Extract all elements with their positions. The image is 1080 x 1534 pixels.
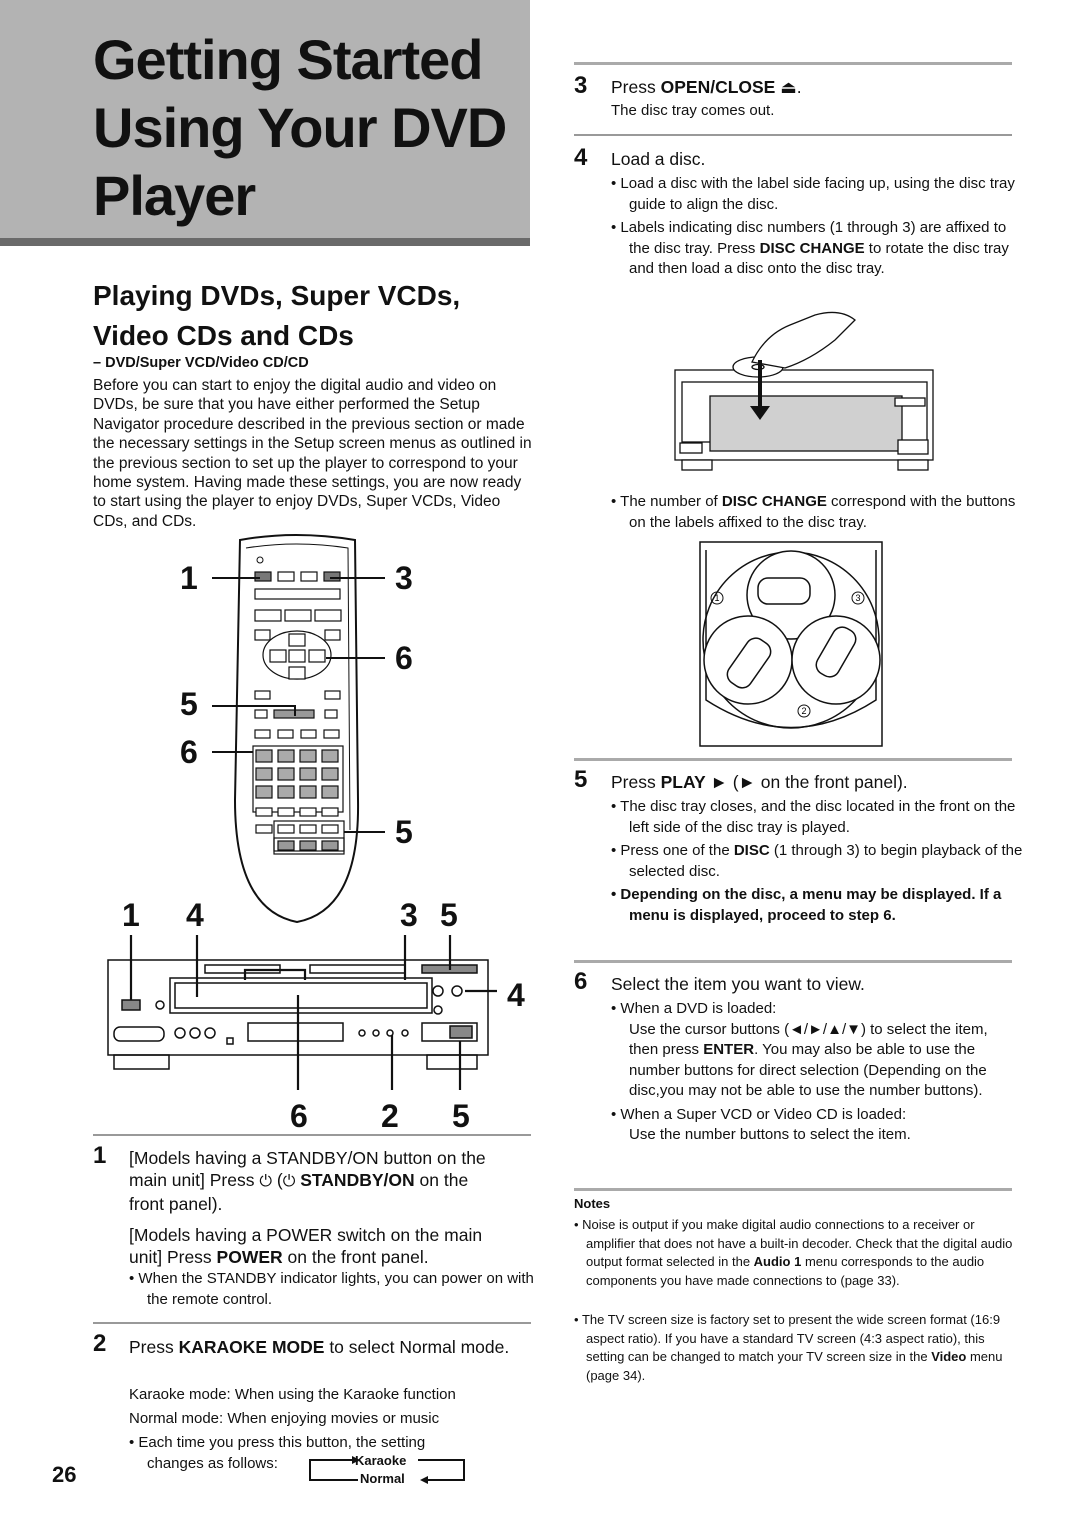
remote-control-illustration <box>212 534 385 924</box>
header-underline <box>0 238 530 246</box>
list-item: • The disc tray closes, and the disc loc… <box>611 798 1016 836</box>
step3-heading: Press OPEN/CLOSE ⏏. <box>611 77 802 97</box>
divider <box>574 960 1012 963</box>
list-item: • When the STANDBY indicator lights, you… <box>129 1270 534 1308</box>
step-number: 2 <box>93 1330 107 1357</box>
callout-remote-6: 6 <box>180 734 198 770</box>
step-number: 6 <box>574 968 588 995</box>
notes-title: Notes <box>574 1196 611 1211</box>
callout-player-4: 4 <box>186 897 204 933</box>
divider <box>574 1188 1012 1191</box>
section-title: Playing DVDs, Super VCDs, Video CDs and … <box>93 280 461 351</box>
step-number: 4 <box>574 144 588 171</box>
mode-cycle-diagram <box>309 1456 465 1484</box>
list-item: • Load a disc with the label side facing… <box>611 175 1015 213</box>
callout-remote-6b: 6 <box>395 640 413 676</box>
divider <box>574 758 1012 761</box>
step6-body: • When a DVD is loaded: Use the cursor b… <box>611 1000 988 1143</box>
step-number: 1 <box>93 1142 107 1169</box>
list-item: • Depending on the disc, a menu may be d… <box>611 886 1002 924</box>
callout-remote-1: 1 <box>180 560 198 596</box>
divider <box>574 62 1012 65</box>
page-number: 26 <box>52 1462 77 1487</box>
tray-label-2: 2 <box>801 706 806 716</box>
callout-player-1: 1 <box>122 897 140 933</box>
step2-heading: Press KARAOKE MODE to select Normal mode… <box>129 1337 510 1357</box>
step4-heading: Load a disc. <box>611 149 706 169</box>
header-band <box>0 0 530 240</box>
step6-heading: Select the item you want to view. <box>611 974 865 994</box>
cycle-karaoke-label: Karaoke <box>355 1453 407 1468</box>
step1-text: [Models having a STANDBY/ON button on th… <box>129 1148 486 1267</box>
note-item: • Noise is output if you make digital au… <box>574 1217 1013 1288</box>
divider <box>93 1134 531 1136</box>
step-number: 3 <box>574 72 588 99</box>
disc-tray-illustration: 1 2 3 <box>699 541 883 747</box>
tray-label-1: 1 <box>714 593 719 603</box>
step3-sub: The disc tray comes out. <box>611 102 775 119</box>
callout-remote-5b: 5 <box>395 814 413 850</box>
callout-player-5: 5 <box>440 897 458 933</box>
callout-player-2: 2 <box>381 1098 399 1134</box>
callout-player-4b: 4 <box>507 977 525 1013</box>
callout-remote-3: 3 <box>395 560 413 596</box>
intro-paragraph: Before you can start to enjoy the digita… <box>93 377 532 530</box>
player-front-illustration <box>107 935 497 1090</box>
cycle-normal-label: Normal <box>360 1471 405 1486</box>
callout-remote-5: 5 <box>180 686 198 722</box>
divider <box>93 1322 531 1324</box>
list-item: • Labels indicating disc numbers (1 thro… <box>611 219 1009 277</box>
step-number: 5 <box>574 766 588 793</box>
list-item: • The number of DISC CHANGE correspond w… <box>611 493 1016 531</box>
divider <box>574 134 1012 136</box>
callout-player-5b: 5 <box>452 1098 470 1134</box>
note-item: • The TV screen size is factory set to p… <box>574 1312 1003 1383</box>
callout-player-6: 6 <box>290 1098 308 1134</box>
section-subhead: – DVD/Super VCD/Video CD/CD <box>93 355 309 371</box>
page-title: Getting Started Using Your DVD Player <box>93 28 507 227</box>
tray-label-3: 3 <box>855 593 860 603</box>
list-item: • Each time you press this button, the s… <box>129 1434 426 1472</box>
step2-modes: Karaoke mode: When using the Karaoke fun… <box>129 1386 456 1427</box>
step5-heading: Press PLAY ► (► on the front panel). <box>611 772 908 792</box>
callout-player-3: 3 <box>400 897 418 933</box>
disc-loading-illustration <box>674 311 934 471</box>
standby-icon: ⏻ <box>282 1173 296 1190</box>
list-item: • Press one of the DISC (1 through 3) to… <box>611 842 1023 880</box>
standby-icon: ⏻ <box>259 1173 272 1190</box>
